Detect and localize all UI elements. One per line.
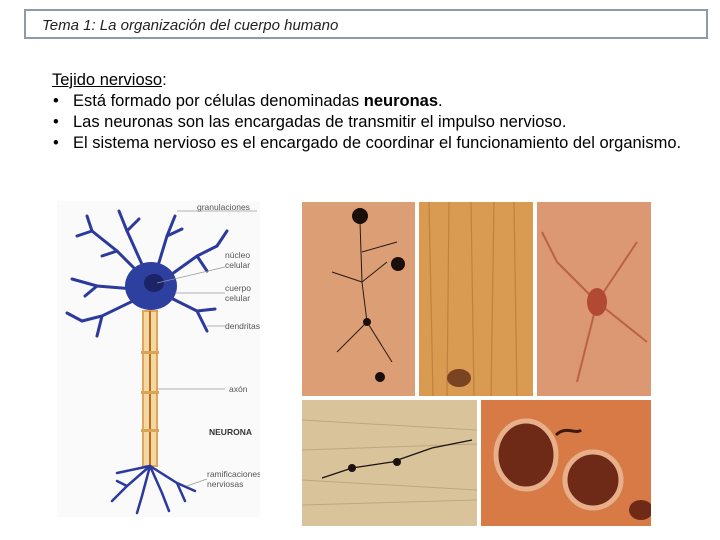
micrograph-4: [302, 400, 477, 526]
micrograph-3-image: [537, 202, 651, 396]
label-ramificaciones: ramificaciones: [207, 469, 260, 479]
section-heading-colon: :: [162, 71, 167, 89]
label-granulaciones: granulaciones: [197, 202, 250, 212]
label-cuerpo-2: celular: [225, 293, 250, 303]
bullet-item: Las neuronas son las encargadas de trans…: [52, 112, 692, 133]
micrograph-5-image: [481, 400, 651, 526]
label-axon: axón: [229, 384, 248, 394]
neuron-diagram: granulaciones núcleo celular cuerpo celu…: [57, 201, 261, 517]
bullet-list: Está formado por células denominadas neu…: [52, 91, 692, 154]
label-nucleo: núcleo: [225, 250, 250, 260]
bullet-text-end: .: [438, 92, 443, 110]
micrograph-4-image: [302, 400, 477, 526]
bullet-bold-term: neuronas: [363, 92, 439, 110]
label-cuerpo: cuerpo: [225, 283, 251, 293]
micrograph-2-image: [419, 202, 533, 396]
bullet-item: El sistema nervioso es el encargado de c…: [52, 133, 692, 154]
section-heading: Tejido nervioso:: [52, 70, 692, 91]
micrograph-1: [302, 202, 415, 396]
neuron-illustration: granulaciones núcleo celular cuerpo celu…: [65, 202, 261, 515]
micrograph-2: [419, 202, 533, 396]
label-neurona: NEURONA: [209, 427, 252, 437]
label-ramificaciones-2: nerviosas: [207, 479, 243, 489]
slide-header: Tema 1: La organización del cuerpo human…: [24, 9, 708, 39]
micrograph-5: [481, 400, 651, 526]
bullet-item: Está formado por células denominadas neu…: [52, 91, 692, 112]
label-nucleo-2: celular: [225, 260, 250, 270]
bullet-text: Está formado por células denominadas: [73, 92, 364, 110]
slide-title: Tema 1: La organización del cuerpo human…: [42, 17, 339, 34]
micrograph-1-image: [302, 202, 415, 396]
slide-content: Tejido nervioso: Está formado por célula…: [52, 70, 692, 154]
micrograph-3: [537, 202, 651, 396]
label-dendritas: dendritas: [225, 321, 260, 331]
section-heading-text: Tejido nervioso: [52, 71, 163, 89]
